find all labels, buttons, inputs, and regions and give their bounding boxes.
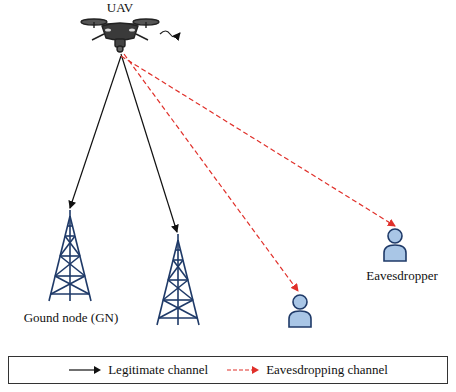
legend-item: Legitimate channel — [68, 362, 208, 378]
node-label: Gound node (GN) — [4, 310, 138, 326]
legend-text: Legitimate channel — [108, 362, 208, 378]
eavesdropping-channel — [124, 54, 298, 291]
legend-text: Eavesdropping channel — [266, 362, 388, 378]
legitimate-channel — [70, 56, 121, 208]
uav-drone — [81, 19, 159, 52]
ground-node: Gound node (GN) — [4, 208, 138, 326]
uav-node: UAV — [85, 0, 155, 56]
legend-line-sample — [226, 365, 260, 375]
legitimate-channel — [121, 54, 177, 232]
eavesdropping-channel — [121, 56, 395, 226]
eavesdropper-node: Eavesdropper — [352, 226, 452, 284]
eavesdropper-icon — [384, 229, 406, 261]
ground-node-tower — [49, 210, 91, 301]
eavesdropper-icon — [289, 295, 311, 327]
legend-item: Eavesdropping channel — [226, 362, 388, 378]
node-label: UAV — [85, 0, 155, 16]
legend: Legitimate channel Eavesdropping channel — [8, 356, 448, 384]
motion-arrow — [160, 31, 180, 37]
legend-line-sample — [68, 365, 102, 375]
node-label: Eavesdropper — [352, 268, 452, 284]
ground-node-tower — [157, 234, 199, 325]
